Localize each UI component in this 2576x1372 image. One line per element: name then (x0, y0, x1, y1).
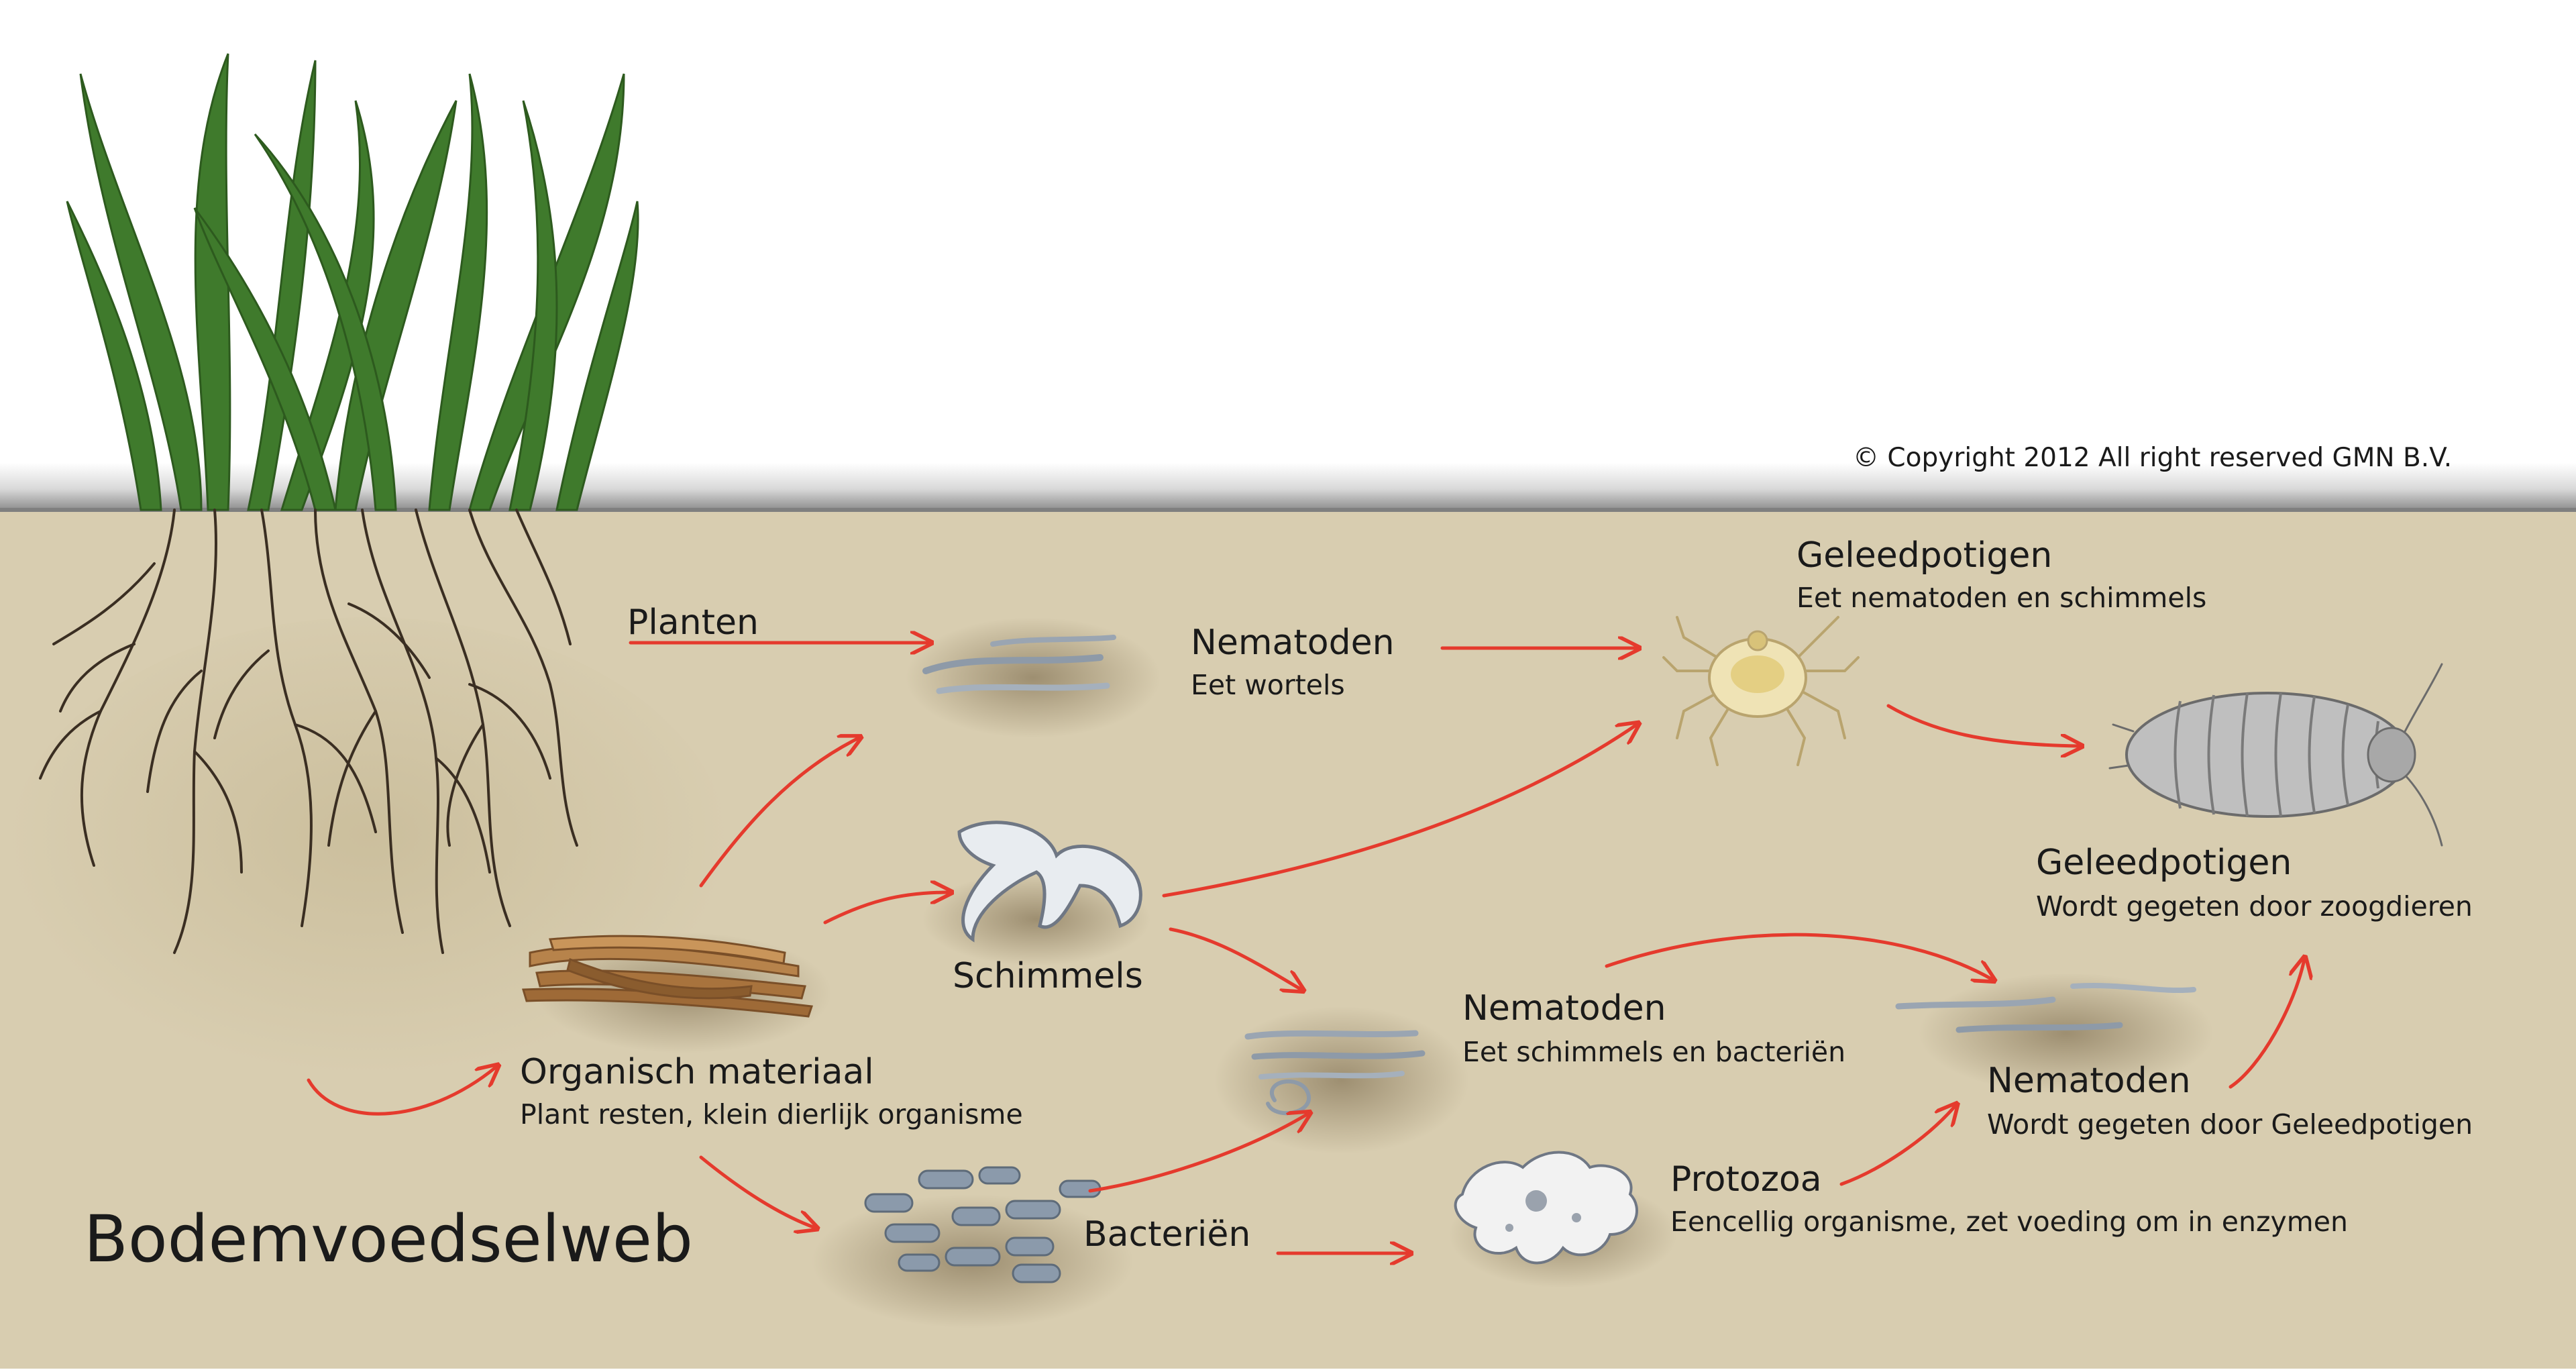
copyright-text: © Copyright 2012 All right reserved GMN … (1853, 443, 2452, 473)
bacterien-title: Bacteriën (1083, 1214, 1250, 1255)
root-icon (39, 509, 578, 954)
arrow-organisch-schimmels (823, 892, 949, 925)
fungus-icon (957, 821, 1142, 943)
arrow-nematoden-nematoden (1605, 933, 1992, 980)
arrow-organisch-nematoden (699, 738, 859, 888)
geleedpotigen-mijt-title: Geleedpotigen (1796, 535, 2052, 576)
geleedpotigen-pissebed-title: Geleedpotigen (2036, 843, 2292, 883)
arrow-mijt-pissebed (1886, 704, 2080, 746)
protozoa-title: Protozoa (1670, 1159, 1822, 1200)
nematode-icon-gegeten (1895, 982, 2196, 1033)
grass-icon (66, 53, 639, 511)
arrow-bacterien-nematoden (1088, 1114, 1308, 1193)
nematoden-gegeten-title: Nematoden (1987, 1061, 2191, 1101)
schimmels-title: Schimmels (953, 956, 1143, 996)
bacteria-icon (864, 1166, 1102, 1283)
geleedpotigen-pissebed-sub: Wordt gegeten door zoogdieren (2036, 890, 2473, 922)
nematoden-wortels-title: Nematoden (1191, 623, 1395, 663)
arrow-schimmels-nematoden (1169, 927, 1301, 990)
protozoa-icon (1454, 1151, 1638, 1265)
arrow-nematoden-pissebed (2229, 959, 2304, 1089)
arrow-protozoa-nematoden (1839, 1106, 1955, 1186)
nematode-shadow-1 (906, 617, 1161, 738)
nematoden-gegeten-sub: Wordt gegeten door Geleedpotigen (1987, 1108, 2473, 1141)
organisch-sub: Plant resten, klein dierlijk organisme (520, 1098, 1023, 1130)
soil-line (0, 508, 2576, 512)
nematode-icon-wortels (922, 635, 1116, 694)
nematode-shadow-2 (1214, 1006, 1469, 1154)
arrow-schimmels-geleedpotigen (1162, 725, 1637, 898)
nematoden-schimmels-title: Nematoden (1462, 988, 1666, 1028)
nematode-icon-schimmels (1244, 1030, 1426, 1116)
arrow-organisch-bacterien (699, 1155, 815, 1228)
mite-icon (1662, 616, 1860, 766)
food-web-arrows (307, 643, 2304, 1253)
nematoden-wortels-sub: Eet wortels (1191, 669, 1345, 701)
protozoa-sub: Eencellig organisme, zet voeding om in e… (1670, 1206, 2348, 1238)
geleedpotigen-mijt-sub: Eet nematoden en schimmels (1796, 582, 2206, 614)
arrow-start-organisch (307, 1067, 496, 1116)
nematoden-schimmels-sub: Eet schimmels en bacteriën (1462, 1036, 1845, 1068)
organisch-title: Organisch materiaal (520, 1052, 874, 1092)
diagram-title: Bodemvoedselweb (84, 1202, 693, 1277)
woodlouse-icon (2108, 663, 2443, 847)
organic-matter-icon (522, 935, 814, 1018)
planten-title: Planten (627, 602, 759, 643)
